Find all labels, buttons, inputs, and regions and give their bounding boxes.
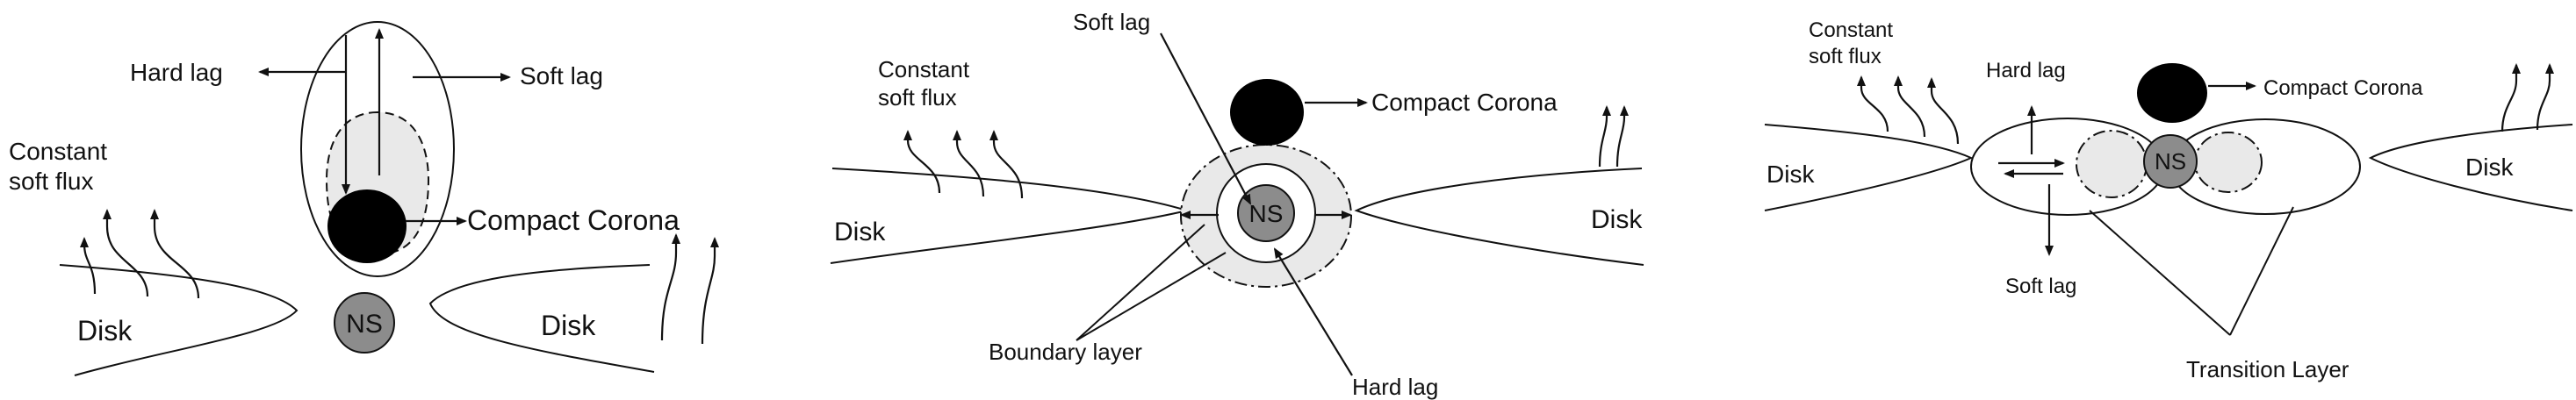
soft-flux-arrow-4 (660, 233, 680, 341)
constant-label: Constant (878, 56, 970, 82)
soft-flux-arrow-5 (2536, 63, 2554, 131)
disk-left-label: Disk (77, 315, 133, 346)
panel-middle: NS Soft lag Constant soft flux Compact C… (830, 9, 1644, 400)
soft-flux-arrow-1 (903, 130, 941, 194)
disk-right-label: Disk (2465, 154, 2514, 181)
disk-right-shape (2368, 124, 2573, 211)
soft-flux-arrow-4 (1598, 105, 1611, 168)
disk-right-label: Disk (1591, 205, 1643, 234)
soft-flux-arrow-1 (80, 237, 97, 295)
disk-right-label: Disk (541, 310, 596, 341)
boundary-layer-label: Boundary layer (989, 339, 1142, 365)
transition-pointer-1 (2089, 210, 2231, 336)
disk-left-label: Disk (834, 218, 886, 246)
ns-label: NS (346, 310, 383, 339)
transition-layer-label: Transition Layer (2186, 356, 2349, 382)
soft-flux-arrow-2 (1894, 75, 1926, 138)
constant-label: Constant (9, 138, 107, 165)
disk-left-label: Disk (1767, 161, 1815, 188)
soft-lag-label: Soft lag (1073, 9, 1150, 35)
soft-flux-arrow-3 (150, 209, 200, 299)
panel-right: NS Constant soft flux Hard lag Compact C… (1764, 18, 2573, 382)
ns-circle (1237, 184, 1295, 242)
soft-flux-label: soft flux (878, 84, 957, 111)
disk-right-shape (428, 264, 655, 373)
soft-lag-label: Soft lag (520, 62, 603, 89)
soft-flux-arrow-2 (103, 209, 149, 297)
ns-label: NS (1249, 200, 1284, 227)
soft-lag-pointer (1160, 32, 1251, 205)
soft-flux-arrow-5 (1615, 105, 1629, 168)
constant-label: Constant (1809, 18, 1893, 42)
panel-left: NS Hard lag Soft lag Constant soft flux … (9, 21, 719, 376)
compact-corona-shape (2137, 63, 2207, 123)
compact-corona-label: Compact Corona (1371, 89, 1558, 116)
inner-region-left (2076, 130, 2148, 198)
soft-flux-arrow-5 (701, 237, 719, 345)
ns-circle (334, 292, 395, 354)
compact-corona-label: Compact Corona (2263, 76, 2423, 100)
compact-corona-shape (327, 189, 407, 263)
hard-lag-label: Hard lag (1352, 374, 1438, 400)
hard-lag-pointer (1273, 247, 1353, 376)
soft-flux-arrow-1 (1857, 75, 1889, 132)
outer-emission-region (300, 21, 455, 277)
disk-left-shape (830, 168, 1191, 264)
hard-lag-label: Hard lag (130, 59, 223, 86)
soft-lag-label: Soft lag (2005, 275, 2076, 298)
inner-region-right (2194, 132, 2263, 193)
soft-flux-arrow-3 (989, 130, 1024, 199)
ns-circle (2143, 134, 2198, 189)
compact-corona-shape (1230, 79, 1304, 146)
soft-flux-label: soft flux (9, 168, 93, 195)
soft-flux-arrow-2 (953, 130, 985, 197)
transition-pointer-2 (2229, 206, 2294, 336)
compact-corona-label: Compact Corona (467, 204, 680, 236)
soft-flux-arrow-4 (2500, 63, 2521, 132)
disk-right-shape (1354, 168, 1644, 266)
boundary-layer-pointer-2 (1076, 224, 1205, 341)
disk-left-shape (59, 264, 299, 376)
hard-lag-label: Hard lag (1986, 59, 2066, 82)
disk-left-shape (1764, 124, 1974, 211)
soft-flux-arrow-3 (1927, 77, 1960, 145)
ns-label: NS (2155, 148, 2186, 175)
soft-flux-label: soft flux (1809, 45, 1882, 68)
boundary-layer-pointer-1 (1076, 252, 1227, 341)
